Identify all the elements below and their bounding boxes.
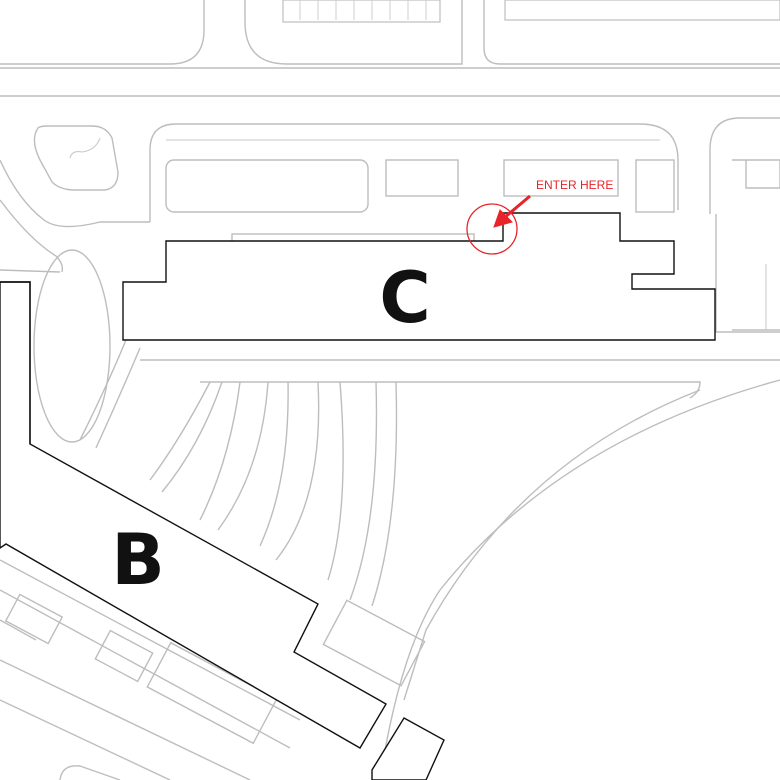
parking-hatching bbox=[299, 0, 427, 20]
teardrop-island bbox=[33, 125, 119, 191]
left-curve-road bbox=[0, 269, 61, 273]
parking-lot-4 bbox=[635, 159, 675, 213]
entrance-marker[interactable]: ENTER HERE bbox=[466, 178, 613, 255]
building-B-notch bbox=[0, 281, 31, 444]
left-diagonal-road bbox=[0, 159, 150, 228]
top-parking-rows bbox=[282, 0, 441, 23]
building-B-annex bbox=[371, 717, 445, 780]
left-diagonal-road-2 bbox=[0, 199, 64, 273]
curved-parking-bays bbox=[79, 329, 398, 607]
teardrop-inner bbox=[69, 137, 101, 159]
small-structure bbox=[322, 599, 426, 687]
curved-road-inner bbox=[403, 389, 701, 701]
road-under-C-2 bbox=[200, 381, 701, 399]
top-left-block bbox=[0, 0, 205, 65]
right-block bbox=[709, 117, 780, 214]
building-C-label: C bbox=[379, 257, 430, 339]
top-right-parking bbox=[504, 0, 780, 21]
top-right-block bbox=[483, 0, 780, 65]
building-C bbox=[122, 212, 716, 341]
entrance-arrow-icon bbox=[493, 194, 531, 228]
parking-lot-2 bbox=[385, 159, 459, 197]
entrance-circle-icon[interactable] bbox=[466, 203, 518, 255]
building-B bbox=[0, 281, 387, 749]
right-block-inner bbox=[732, 159, 780, 331]
entrance-label: ENTER HERE bbox=[536, 178, 613, 192]
parking-lot-1 bbox=[165, 159, 369, 213]
parking-frame-C bbox=[149, 123, 679, 222]
parking-lot-3 bbox=[503, 159, 619, 197]
curved-road-outer bbox=[379, 379, 780, 780]
right-side-path bbox=[715, 214, 780, 333]
building-B-label: B bbox=[111, 519, 164, 601]
parking-rows-B bbox=[0, 559, 301, 780]
top-middle-block bbox=[244, 0, 463, 65]
building-outlines bbox=[0, 212, 716, 780]
left-oval bbox=[33, 249, 111, 443]
